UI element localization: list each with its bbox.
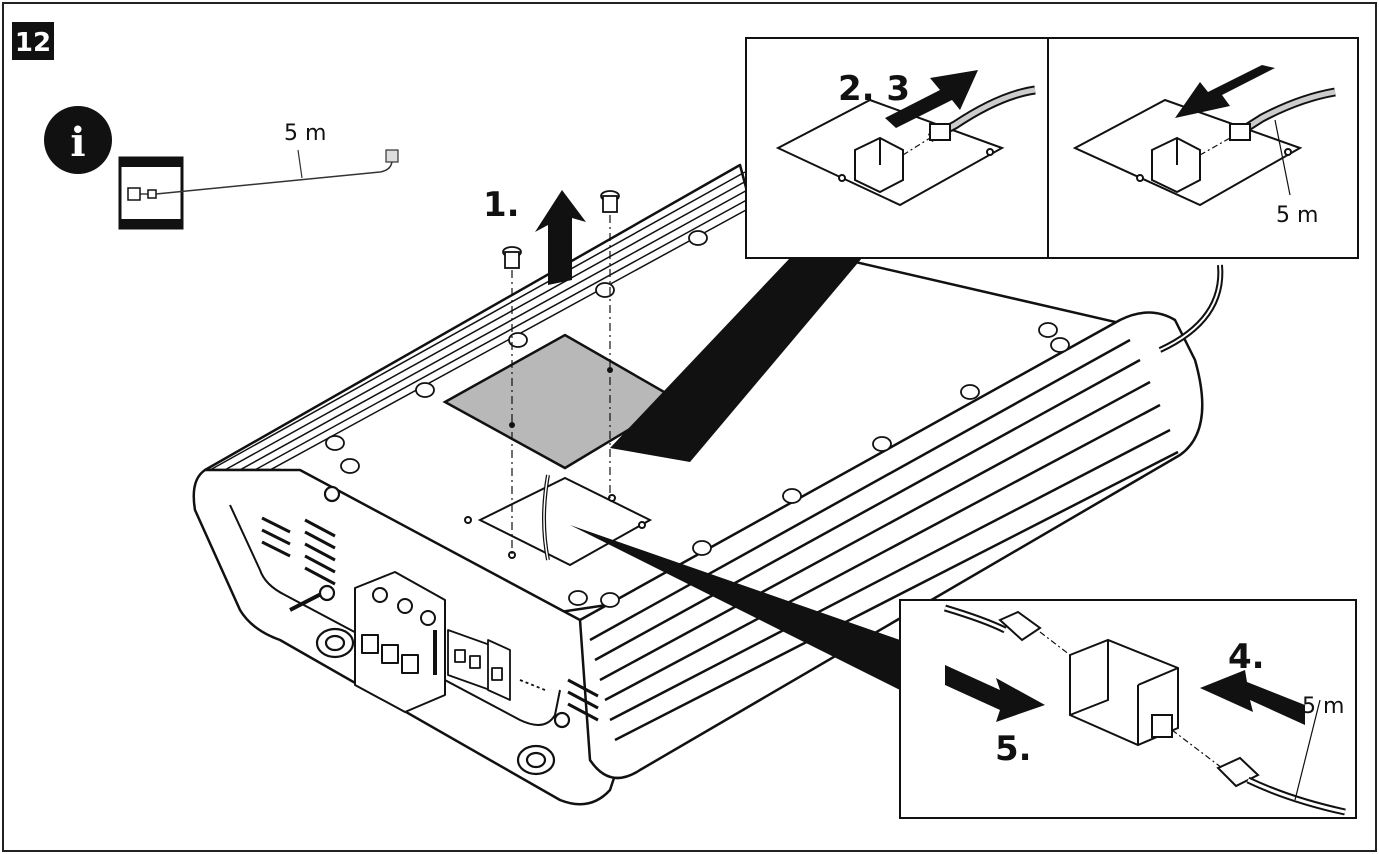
- arrow-right-down-icon: [945, 665, 1045, 722]
- inset-bottom: 5. 4. 5 m: [899, 599, 1357, 819]
- inset-top: 2. 3 5 m: [745, 37, 1359, 259]
- callout-wedge-top: [610, 258, 862, 462]
- terminal-block: [354, 571, 446, 713]
- info-module-illustration: 5 m: [118, 121, 399, 230]
- cable-glands: [289, 485, 571, 776]
- inset-top-cable-length-label: 5 m: [1276, 203, 1318, 228]
- figure-number-badge: 12: [12, 22, 54, 60]
- side-vents: [261, 516, 599, 722]
- step-4-label: 4.: [1228, 637, 1265, 677]
- step-1-label: 1.: [483, 185, 520, 225]
- step-5-label: 5.: [995, 729, 1032, 769]
- arrow-left-icon: [1175, 65, 1275, 118]
- removed-screws: [502, 190, 620, 269]
- arrow-up-icon: [535, 190, 586, 285]
- housing-screws: [325, 230, 1070, 608]
- arrow-right-icon: [885, 70, 978, 128]
- callout-wedge-bottom: [570, 525, 900, 690]
- alignment-lines: [511, 215, 611, 555]
- inset-top-right: [1072, 87, 1336, 207]
- arrow-left-up-icon: [1200, 670, 1305, 725]
- info-cable-length-label: 5 m: [284, 121, 326, 146]
- info-icon: i: [44, 106, 112, 174]
- figure-number: 12: [15, 28, 51, 58]
- small-connectors: [447, 629, 546, 701]
- info-symbol: i: [70, 119, 85, 166]
- inset-bottom-cable-length-label: 5 m: [1302, 694, 1344, 719]
- front-heatsink: [578, 311, 1204, 780]
- inset-top-left: [775, 85, 1036, 207]
- step-2-3-label: 2. 3: [838, 69, 910, 109]
